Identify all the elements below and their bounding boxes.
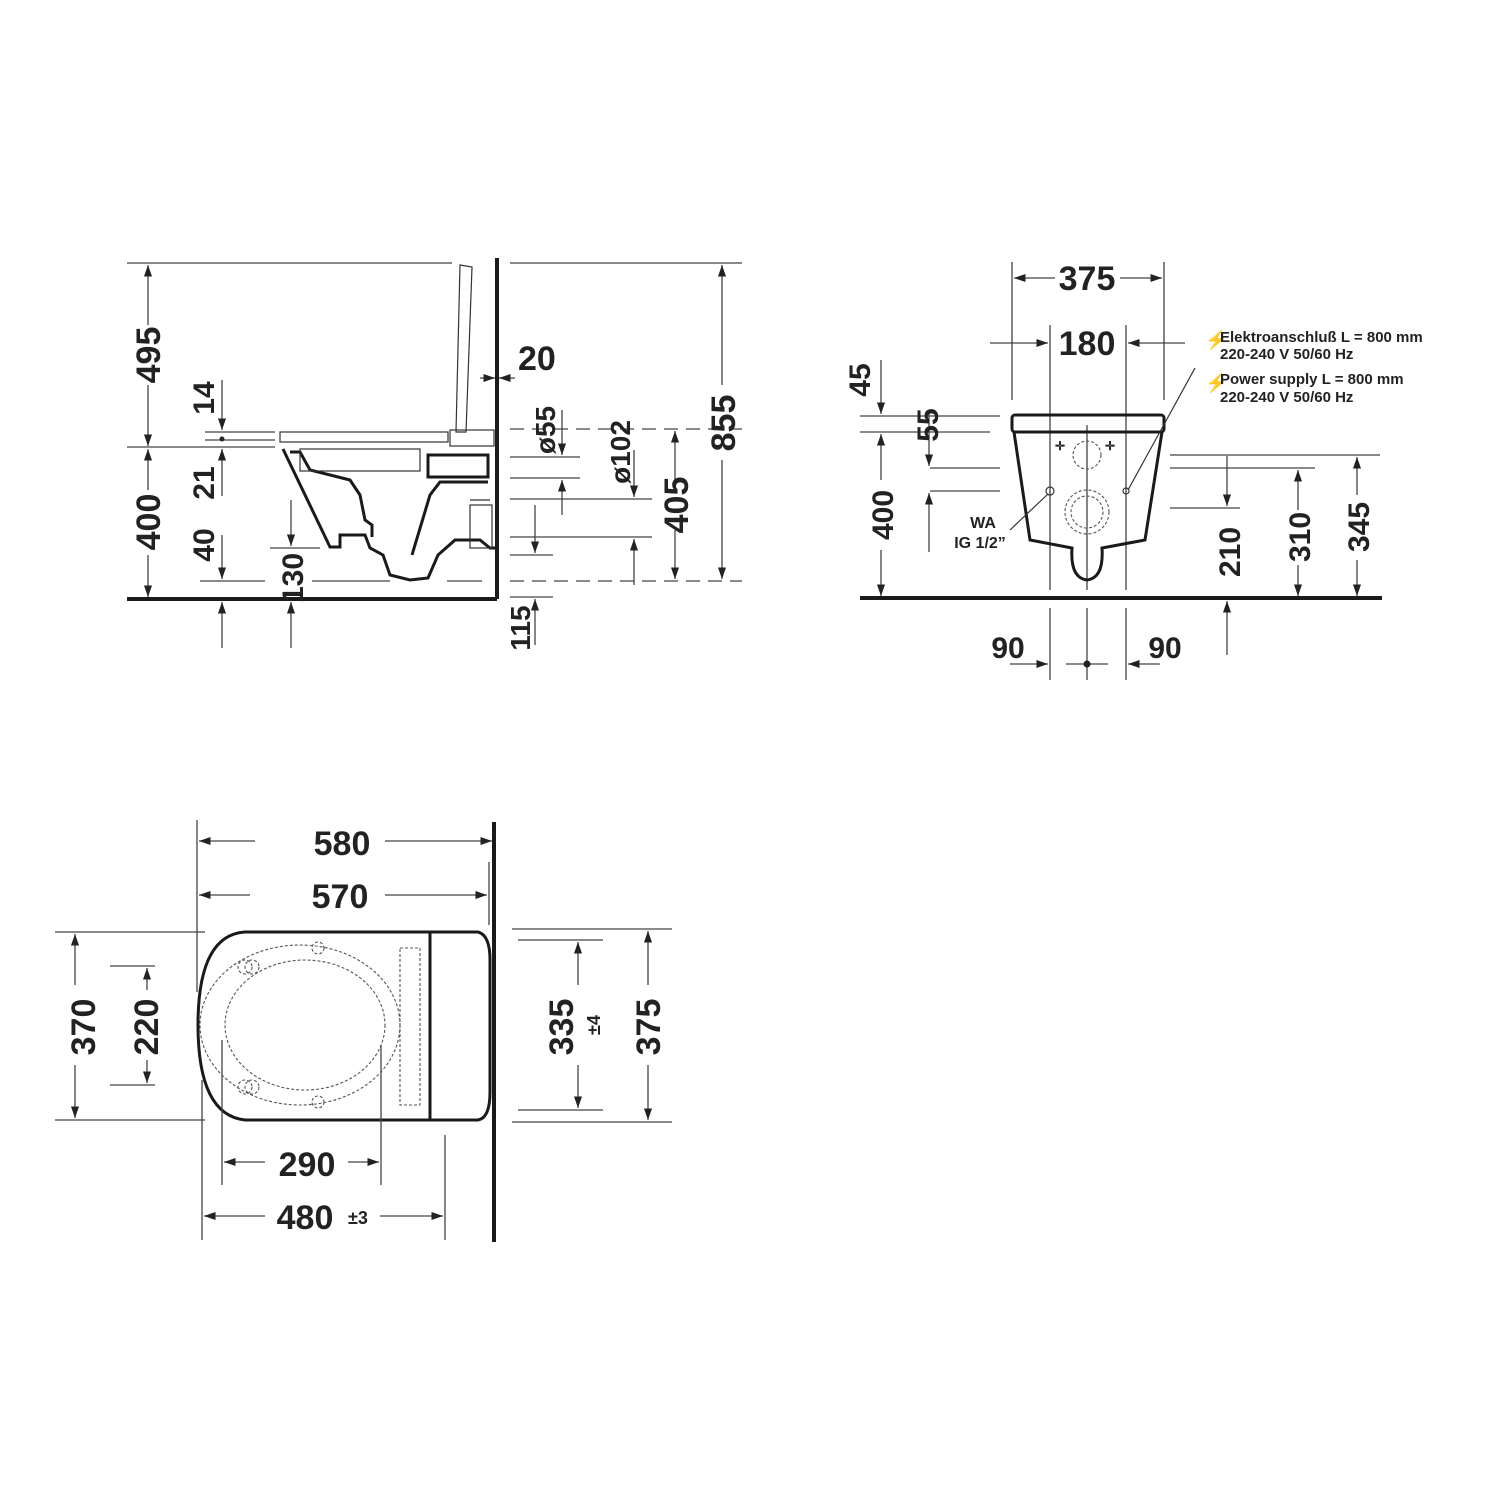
dim-405: 405: [658, 477, 696, 534]
dim-855: 855: [705, 395, 743, 452]
top-view: 580 570 370 220 335 ±4 375: [55, 820, 672, 1242]
dim-400: 400: [867, 490, 900, 540]
dim-diameter-102: ø102: [605, 420, 636, 484]
dim-210: 210: [1214, 527, 1247, 577]
bowl-top: [196, 930, 430, 1122]
dim-130: 130: [277, 553, 310, 603]
dim-20: 20: [518, 340, 556, 378]
dim-580: 580: [314, 825, 371, 863]
dim-480-tolerance: ±3: [348, 1208, 368, 1228]
bowl-front: [1012, 431, 1164, 582]
dim-335-tolerance: ±4: [584, 1015, 604, 1035]
dim-21: 21: [188, 466, 221, 499]
dim-290: 290: [279, 1146, 336, 1184]
outlet-pipe: [426, 453, 490, 479]
dim-90-left: 90: [991, 632, 1024, 665]
dim-180: 180: [1059, 325, 1116, 363]
svg-text:✛: ✛: [1105, 439, 1115, 453]
ig-label: IG 1/2”: [954, 535, 1006, 552]
front-view: 375 180 ✛ ✛ 45 400 55 WA IG 1/2”: [844, 260, 1423, 680]
dim-345: 345: [1343, 502, 1376, 552]
svg-text:✛: ✛: [1055, 439, 1065, 453]
dim-370: 370: [65, 999, 103, 1056]
dim-310: 310: [1284, 512, 1317, 562]
dim-335: 335: [543, 999, 581, 1056]
note-de-line2: 220-240 V 50/60 Hz: [1220, 346, 1353, 363]
dim-diameter-55: ø55: [530, 406, 561, 454]
dim-40: 40: [188, 528, 221, 561]
seat-lid-raised: [455, 264, 473, 433]
dim-570: 570: [312, 878, 369, 916]
note-en-line1: Power supply L = 800 mm: [1220, 371, 1404, 388]
dim-45: 45: [844, 363, 877, 396]
dim-480: 480: [277, 1199, 334, 1237]
dim-400: 400: [130, 494, 168, 551]
dim-375: 375: [1059, 260, 1116, 298]
seat-unit-top: [428, 930, 492, 1122]
dim-220: 220: [128, 999, 166, 1056]
lightning-icon: ⚡: [1205, 372, 1227, 394]
dim-14: 14: [188, 381, 221, 415]
note-en-line2: 220-240 V 50/60 Hz: [1220, 389, 1353, 406]
dim-495: 495: [130, 327, 168, 384]
dim-55: 55: [912, 408, 945, 441]
side-view: 495 400 14 21 40 130 20: [127, 258, 743, 651]
seat: [279, 431, 449, 443]
dim-115: 115: [505, 605, 536, 650]
note-de-line1: Elektroanschluß L = 800 mm: [1220, 329, 1423, 346]
wa-label: WA: [970, 515, 996, 532]
dim-90-right: 90: [1148, 632, 1181, 665]
lightning-icon: ⚡: [1205, 329, 1227, 351]
dim-375: 375: [630, 999, 668, 1056]
seat-front: [1010, 413, 1166, 434]
